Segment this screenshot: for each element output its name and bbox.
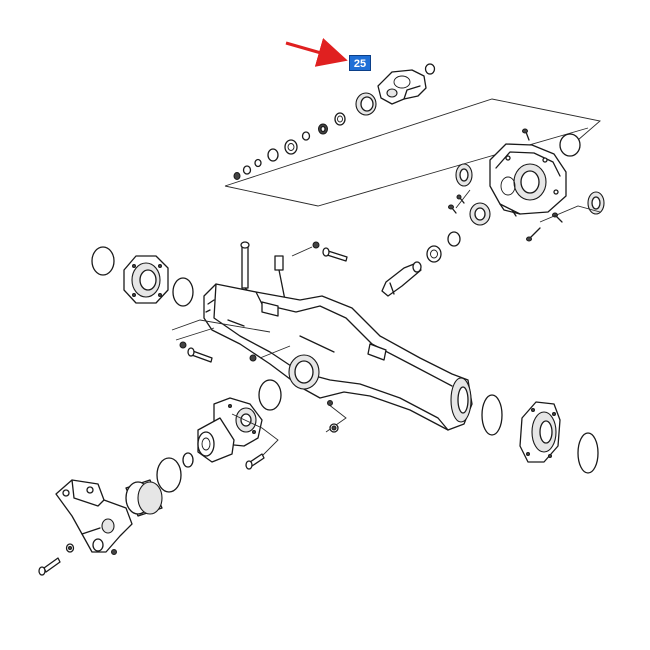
diff-side-seal-right <box>587 191 605 215</box>
housing-fasteners <box>179 341 339 433</box>
right-flange <box>519 401 561 463</box>
diff-bearing <box>469 202 491 226</box>
left-large-o-ring <box>91 246 115 276</box>
bushing-cylinder <box>125 479 163 517</box>
steering-knuckle <box>55 479 133 553</box>
hub-carrier <box>197 397 263 463</box>
right-o-ring-2 <box>577 432 599 474</box>
callout-badge[interactable]: 25 <box>349 55 371 71</box>
axle-housing <box>203 283 473 431</box>
pointer-arrow <box>285 37 348 67</box>
diff-o-ring <box>559 133 581 157</box>
upper-bolt <box>312 241 348 262</box>
differential-housing <box>489 143 567 215</box>
pinion-rings <box>426 231 461 263</box>
hub-leaders <box>231 413 279 465</box>
housing-bolt-leaders <box>171 319 347 433</box>
diff-small-bolts <box>448 128 563 242</box>
diff-side-seal-left <box>455 163 473 187</box>
left-flange-o-ring <box>172 277 194 307</box>
bushing-row <box>233 92 377 180</box>
hub-seal-small <box>182 452 194 468</box>
left-flange <box>123 255 169 304</box>
hub-bolt <box>245 453 265 470</box>
diff-leader-lines <box>455 189 601 223</box>
upper-bolt-leader <box>291 246 313 257</box>
right-o-ring-1 <box>481 394 503 436</box>
pinion-shaft <box>381 261 422 297</box>
middle-o-ring <box>258 379 282 411</box>
top-small-ring <box>424 63 436 75</box>
top-bracket-part <box>377 69 427 105</box>
hub-seal-large <box>156 457 182 493</box>
knuckle-fasteners <box>38 543 117 576</box>
